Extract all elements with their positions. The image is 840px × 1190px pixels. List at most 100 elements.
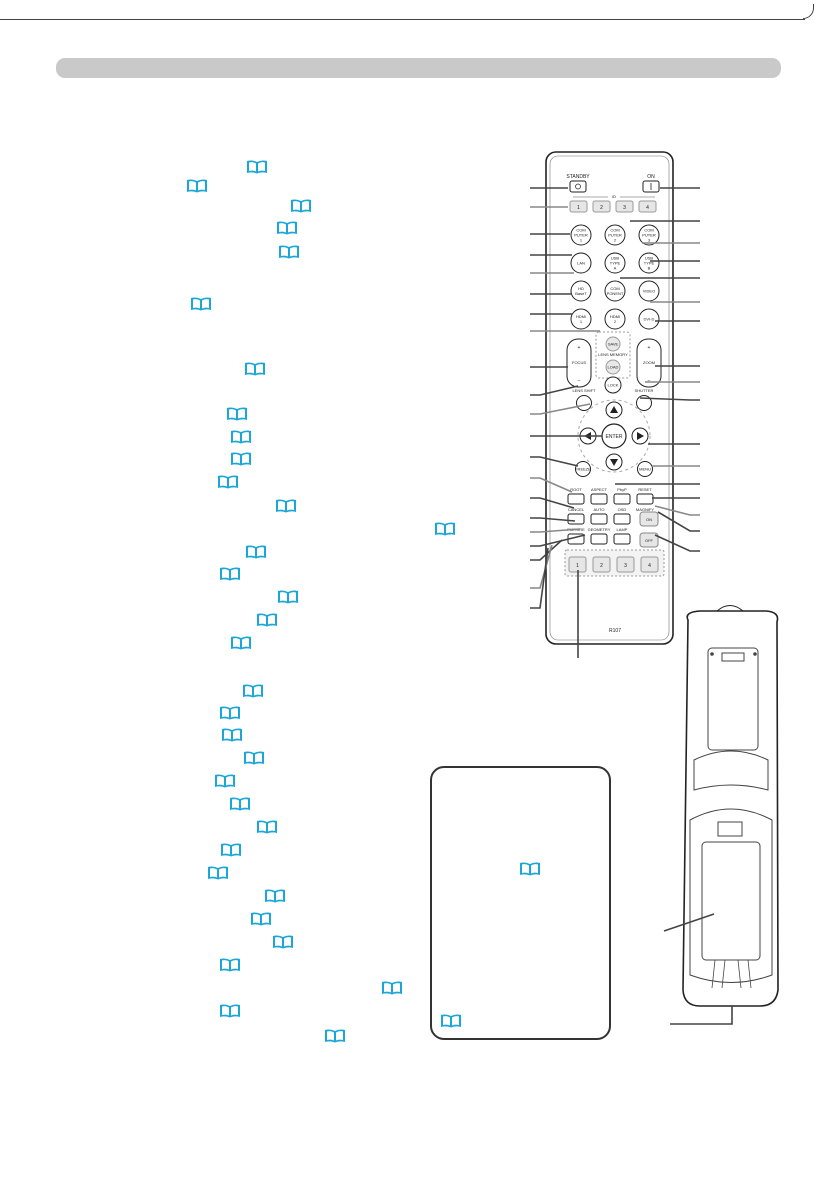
id-button-4[interactable] [638,200,657,213]
book-reference-icon[interactable] [219,567,241,581]
shutter-button[interactable] [636,395,652,411]
id-button-3[interactable] [615,200,634,213]
source-button-label: COM [610,286,619,291]
button-root[interactable] [567,493,585,505]
source-button-label: PUTER [608,233,622,238]
up-arrow-icon [610,406,618,413]
button-lamp[interactable] [613,533,631,545]
my-button-3[interactable] [616,556,635,573]
button-osd[interactable] [613,513,631,525]
book-reference-icon[interactable] [226,407,248,421]
book-reference-icon[interactable] [219,1004,241,1018]
source-button-label: COM [610,228,619,233]
lens-memory-load-button[interactable] [605,359,621,375]
source-button-label: 3 [648,237,651,242]
book-reference-icon[interactable] [250,912,272,926]
book-reference-icon[interactable] [381,981,403,995]
source-button-computer2[interactable] [604,224,626,246]
button-geometry[interactable] [590,533,608,545]
source-button-hdbaset[interactable] [570,280,592,302]
lens-shift-label: LENS SHIFT [572,388,596,393]
button-auto[interactable] [590,513,608,525]
book-reference-icon[interactable] [217,475,239,489]
book-reference-icon[interactable] [186,179,208,193]
callout-line [530,539,563,561]
button-reset[interactable] [636,493,654,505]
source-button-usbtypeb[interactable] [638,252,660,274]
source-button-computer1[interactable] [570,224,592,246]
magnify-off-button[interactable] [639,532,659,548]
freeze-button[interactable] [575,461,591,477]
book-reference-icon[interactable] [246,160,268,174]
book-reference-icon[interactable] [278,245,300,259]
magnify-on-button[interactable] [639,511,659,527]
model-number: R107 [609,628,621,634]
book-reference-icon[interactable] [220,843,242,857]
lens-memory-save-button[interactable] [605,336,621,352]
book-reference-icon[interactable] [242,684,264,698]
book-reference-icon[interactable] [324,1029,346,1043]
source-button-label: COM [644,228,653,233]
book-reference-icon[interactable] [256,613,278,627]
button-aspect[interactable] [590,493,608,505]
note-box [430,766,611,1040]
book-reference-icon[interactable] [221,728,243,742]
book-reference-icon[interactable] [440,1014,462,1028]
zoom-label: ZOOM [643,360,655,365]
book-reference-icon[interactable] [290,199,312,213]
book-reference-icon[interactable] [214,774,236,788]
menu-button[interactable] [637,461,653,477]
book-reference-icon[interactable] [272,935,294,949]
book-reference-icon[interactable] [256,820,278,834]
book-reference-icon[interactable] [275,499,297,513]
book-reference-icon[interactable] [230,430,252,444]
standby-button[interactable] [569,180,587,193]
book-reference-icon[interactable] [434,522,456,536]
source-button-label: A [614,265,617,270]
book-reference-icon[interactable] [229,797,251,811]
source-button-computer3[interactable] [638,224,660,246]
book-reference-icon[interactable] [245,545,267,559]
my-button-2[interactable] [592,556,611,573]
focus-rocker[interactable] [566,338,592,388]
source-button-label: VIDEO [643,289,655,294]
book-reference-icon[interactable] [230,452,252,466]
zoom-rocker[interactable] [636,338,662,388]
callout-line [639,397,700,401]
on-label: ON [647,174,655,180]
my-button-number: 1 [576,563,579,569]
book-reference-icon[interactable] [243,751,265,765]
source-button-video[interactable] [638,280,660,302]
source-button-label: COM [576,228,585,233]
source-button-label: DVI-D [644,317,655,322]
source-button-hdmi1[interactable] [570,308,592,330]
left-callout-lines [530,187,602,609]
button-pbyp[interactable] [613,493,631,505]
source-button-dvi-d[interactable] [638,308,660,330]
source-button-usbtypea[interactable] [604,252,626,274]
dpad-ring [577,399,651,473]
row-b-label: OSD [618,507,627,512]
lock-button[interactable] [604,376,622,394]
id-button-1[interactable] [569,200,588,213]
book-reference-icon[interactable] [219,706,241,720]
book-reference-icon[interactable] [230,636,252,650]
book-reference-icon[interactable] [219,958,241,972]
book-reference-icon[interactable] [190,297,212,311]
source-button-lan[interactable] [570,252,592,274]
book-reference-icon[interactable] [207,866,229,880]
book-reference-icon[interactable] [277,590,299,604]
book-reference-icon[interactable] [244,362,266,376]
my-button-4[interactable] [640,556,659,573]
row-a-label: ASPECT [591,487,608,492]
id-button-label: 3 [623,205,626,211]
book-reference-icon[interactable] [276,221,298,235]
source-button-label: TYPE [644,261,655,266]
book-reference-icon[interactable] [519,862,541,876]
source-button-label: B [648,265,651,270]
source-button-component[interactable] [604,280,626,302]
id-button-2[interactable] [592,200,611,213]
source-button-hdmi2[interactable] [604,308,626,330]
book-reference-icon[interactable] [264,889,286,903]
id-button-label: 1 [577,205,580,211]
